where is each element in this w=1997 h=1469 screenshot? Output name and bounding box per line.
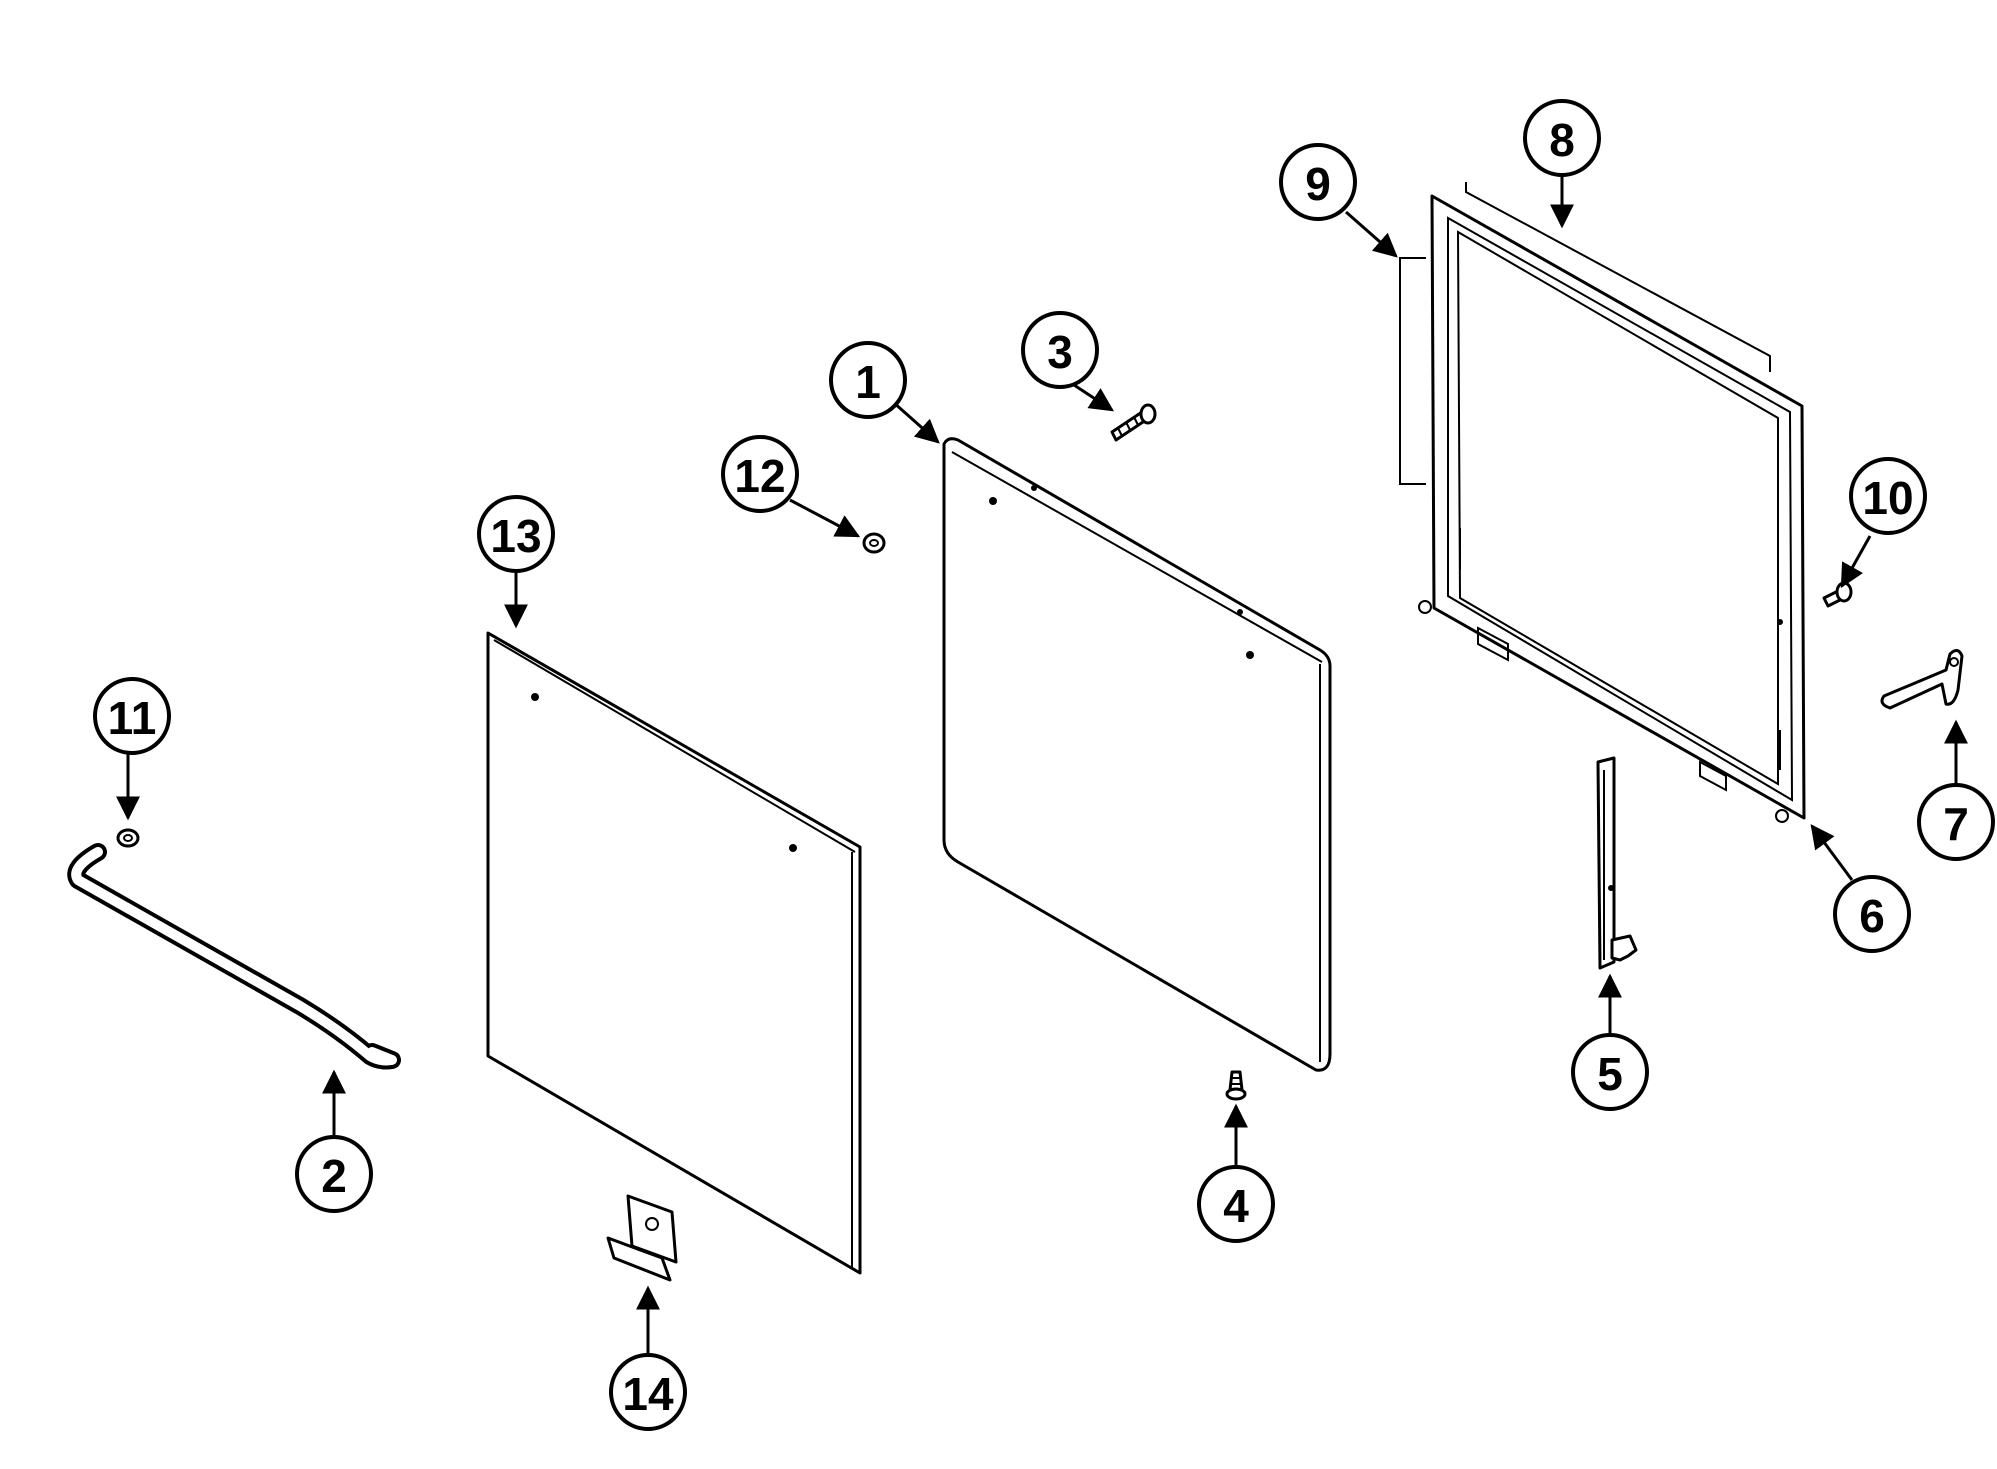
part-3-screw	[1110, 403, 1157, 442]
part-10-screw	[1822, 581, 1853, 608]
part-7-hinge	[1880, 649, 1964, 710]
callout-5: 5	[1571, 1033, 1649, 1111]
part-14-bracket	[606, 1194, 678, 1282]
callout-3: 3	[1021, 311, 1099, 389]
callout-label-11: 11	[108, 692, 157, 744]
callout-label-5: 5	[1597, 1048, 1623, 1100]
callout-label-9: 9	[1305, 158, 1331, 210]
callout-2: 2	[295, 1135, 373, 1213]
callout-label-7: 7	[1943, 798, 1969, 850]
part-12-nut	[862, 532, 886, 554]
callout-8: 8	[1523, 99, 1601, 177]
callout-label-4: 4	[1223, 1180, 1249, 1232]
callout-14: 14	[609, 1353, 687, 1431]
part-2-hose	[67, 843, 401, 1070]
part-9-bracket	[1399, 257, 1426, 485]
callout-label-1: 1	[855, 356, 881, 408]
callout-label-10: 10	[1862, 472, 1913, 524]
callout-6: 6	[1833, 875, 1911, 953]
callout-label-13: 13	[490, 510, 541, 562]
callout-13: 13	[477, 495, 555, 573]
callout-12: 12	[721, 435, 799, 513]
callout-label-3: 3	[1047, 326, 1073, 378]
callout-9: 9	[1279, 143, 1357, 221]
callout-7: 7	[1917, 783, 1995, 861]
callout-4: 4	[1197, 1165, 1275, 1243]
part-13-panel	[486, 631, 862, 1275]
callout-label-14: 14	[622, 1368, 674, 1420]
part-11-nut	[116, 828, 140, 848]
callout-label-6: 6	[1859, 890, 1885, 942]
part-5-rail	[1596, 756, 1638, 970]
callout-11: 11	[93, 677, 171, 755]
part-1-panel	[942, 437, 1332, 1072]
callout-10: 10	[1849, 457, 1927, 535]
leader-lines	[116, 168, 1968, 1354]
part-4-screw	[1225, 1070, 1247, 1101]
callout-label-2: 2	[321, 1150, 347, 1202]
part-6-frame	[1418, 194, 1806, 823]
callout-label-8: 8	[1549, 114, 1575, 166]
callout-label-12: 12	[734, 450, 785, 502]
part-8-bracket	[1465, 182, 1771, 372]
callout-1: 1	[829, 341, 907, 419]
